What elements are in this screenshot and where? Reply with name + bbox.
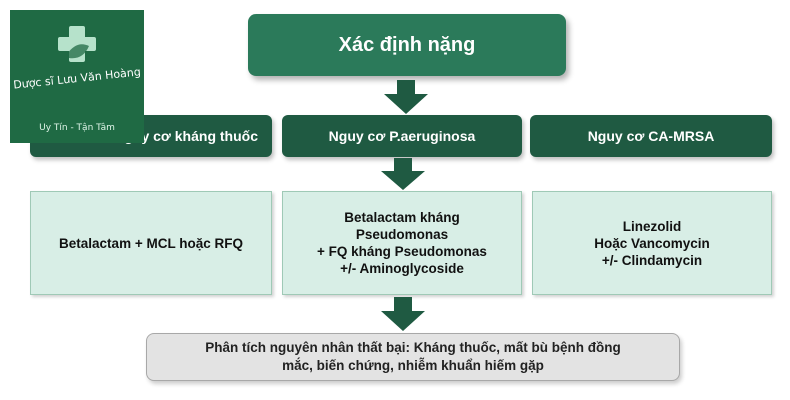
bottom-line: mắc, biến chứng, nhiễm khuẩn hiếm gặp [282,358,544,373]
top-box-label: Xác định nặng [338,33,476,56]
treatment-box-drug-resistance: Betalactam + MCL hoặc RFQ [30,191,272,295]
bottom-box-failure-analysis: Phân tích nguyên nhân thất bại: Kháng th… [146,333,680,381]
category-label: Nguy cơ CA-MRSA [587,128,715,144]
treatment-line: + FQ kháng Pseudomonas [317,244,487,259]
treatment-line: +/- Aminoglycoside [340,261,464,276]
treatment-line: Pseudomonas [355,227,449,242]
treatment-box-ca-mrsa: Linezolid Hoặc Vancomycin +/- Clindamyci… [532,191,772,295]
category-label: Nguy cơ kháng thuốc [114,128,258,144]
treatment-line: Betalactam + MCL hoặc RFQ [59,235,243,251]
arrow-down-icon [384,80,428,114]
arrow-down-icon [381,158,425,190]
bottom-line: Phân tích nguyên nhân thất bại: Kháng th… [205,340,621,355]
category-label: Nguy cơ P.aeruginosa [328,128,476,144]
category-box-ca-mrsa: Nguy cơ CA-MRSA [530,115,772,157]
pharmacy-cross-icon [58,26,96,62]
watermark-slogan: Uy Tín - Tận Tâm [39,123,115,133]
watermark-brand: Dược sĩ Lưu Văn Hoàng [12,65,142,92]
treatment-line: +/- Clindamycin [601,252,703,268]
category-box-p-aeruginosa: Nguy cơ P.aeruginosa [282,115,522,157]
treatment-line: Hoặc Vancomycin [594,235,710,251]
top-box-severity: Xác định nặng [248,14,566,76]
arrow-down-icon [381,297,425,331]
watermark-logo: Dược sĩ Lưu Văn Hoàng Uy Tín - Tận Tâm [10,10,144,143]
treatment-line: Linezolid [622,218,682,234]
treatment-box-p-aeruginosa: Betalactam kháng Pseudomonas + FQ kháng … [282,191,522,295]
treatment-line: Betalactam kháng [344,210,460,225]
